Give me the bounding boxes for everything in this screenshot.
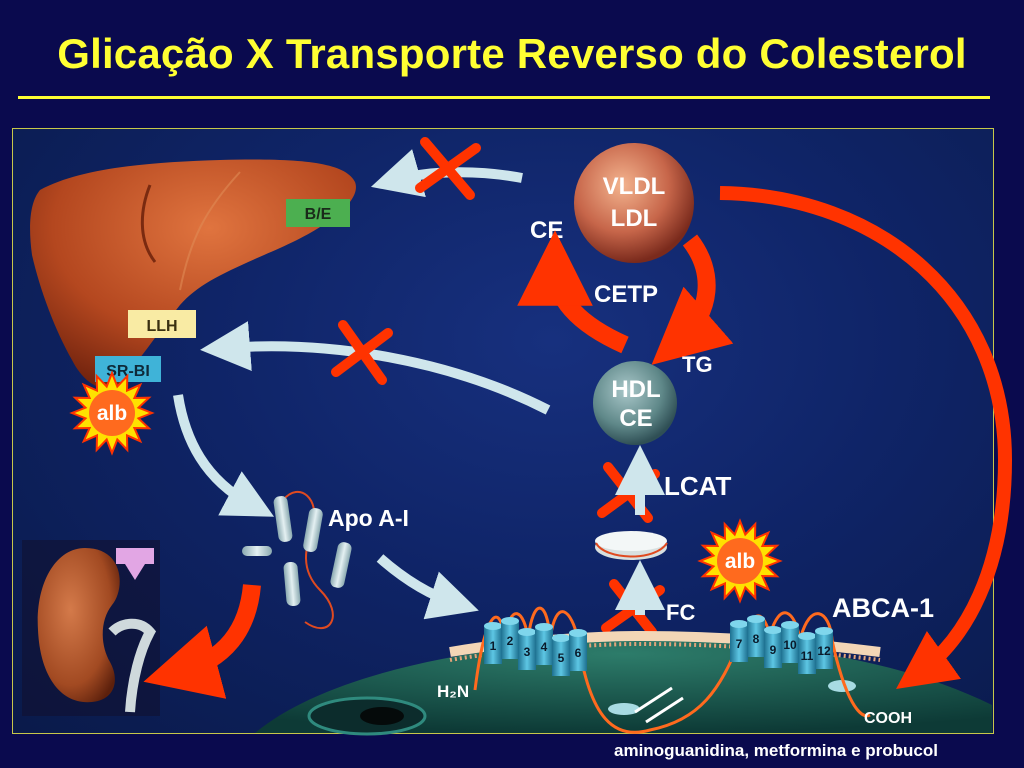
svg-text:1: 1 [490,639,497,653]
albumin-starburst-left: alb [69,370,155,456]
helix-6: 6 [569,629,587,671]
arrow-apoai-to-membrane [376,554,479,620]
kidney-illustration [22,540,160,716]
svg-text:7: 7 [736,637,743,651]
fc-label: FC [666,600,695,625]
svg-text:LLH: LLH [146,318,177,335]
arrow-hdl-to-liver [200,321,551,415]
block-x-fc [601,579,665,637]
svg-text:alb: alb [97,402,127,425]
cetp-label: CETP [594,281,658,308]
svg-text:alb: alb [725,550,755,573]
helix-4: 4 [535,623,553,665]
block-x-liver-lower [331,320,393,385]
helix-5: 5 [552,634,570,676]
tg-label: TG [682,352,713,377]
footer-note: aminoguanidina, metformina e probucol [614,741,938,760]
cetp-arrow-right [651,234,734,365]
svg-text:Apo A-I: Apo A-I [328,505,409,531]
discoidal-hdl [595,531,668,560]
svg-text:LDL: LDL [611,205,658,232]
svg-text:3: 3 [524,645,531,659]
helix-3: 3 [518,628,536,670]
block-x-liver-upper [415,137,481,200]
helix-11: 11 [798,632,816,674]
svg-text:HDL: HDL [611,376,660,403]
ce-label-top: CE [530,217,563,244]
arrow-liver-to-apoai [173,394,275,517]
be-receptor-label: B/E [286,199,350,227]
svg-text:8: 8 [753,632,760,646]
inhibition-lines [634,686,684,724]
apo-ai-protein: Apo A-I [242,491,409,629]
helix-2: 2 [501,617,519,659]
helix-7: 7 [730,620,748,662]
liver-illustration [30,159,356,389]
cetp-arrow-left [517,230,629,354]
svg-text:4: 4 [541,640,548,654]
svg-text:9: 9 [770,643,777,657]
lcat-label: LCAT [664,471,732,501]
svg-text:CE: CE [619,405,652,432]
svg-text:11: 11 [801,649,814,663]
svg-text:5: 5 [558,651,565,665]
cooh-label: COOH [864,710,912,727]
svg-text:VLDL: VLDL [603,173,666,200]
abca1-chain [473,606,871,734]
helix-1: 1 [484,622,502,664]
page-title: Glicação X Transporte Reverso do Coleste… [57,30,967,77]
helix-10: 10 [781,621,799,663]
helix-12: 12 [815,627,833,669]
abca1-label: ABCA-1 [832,593,934,623]
h2n-label: H₂N [437,682,469,701]
hdl-ce-particle: HDL CE [593,361,677,445]
llh-label: LLH [128,310,196,338]
svg-text:12: 12 [817,644,831,658]
svg-text:6: 6 [575,646,582,660]
helix-8: 8 [747,615,765,657]
block-x-lcat [597,462,660,523]
svg-text:10: 10 [783,638,797,652]
title-underline [18,96,990,99]
arrow-cell-efflux-arc [719,186,1013,690]
albumin-starburst-right: alb [697,518,783,604]
vldl-ldl-particle: VLDL LDL [574,143,694,263]
svg-text:B/E: B/E [305,206,332,223]
helix-9: 9 [764,626,782,668]
svg-text:SR-BI: SR-BI [106,363,150,380]
arrow-to-kidney [143,583,261,699]
svg-text:2: 2 [507,634,514,648]
